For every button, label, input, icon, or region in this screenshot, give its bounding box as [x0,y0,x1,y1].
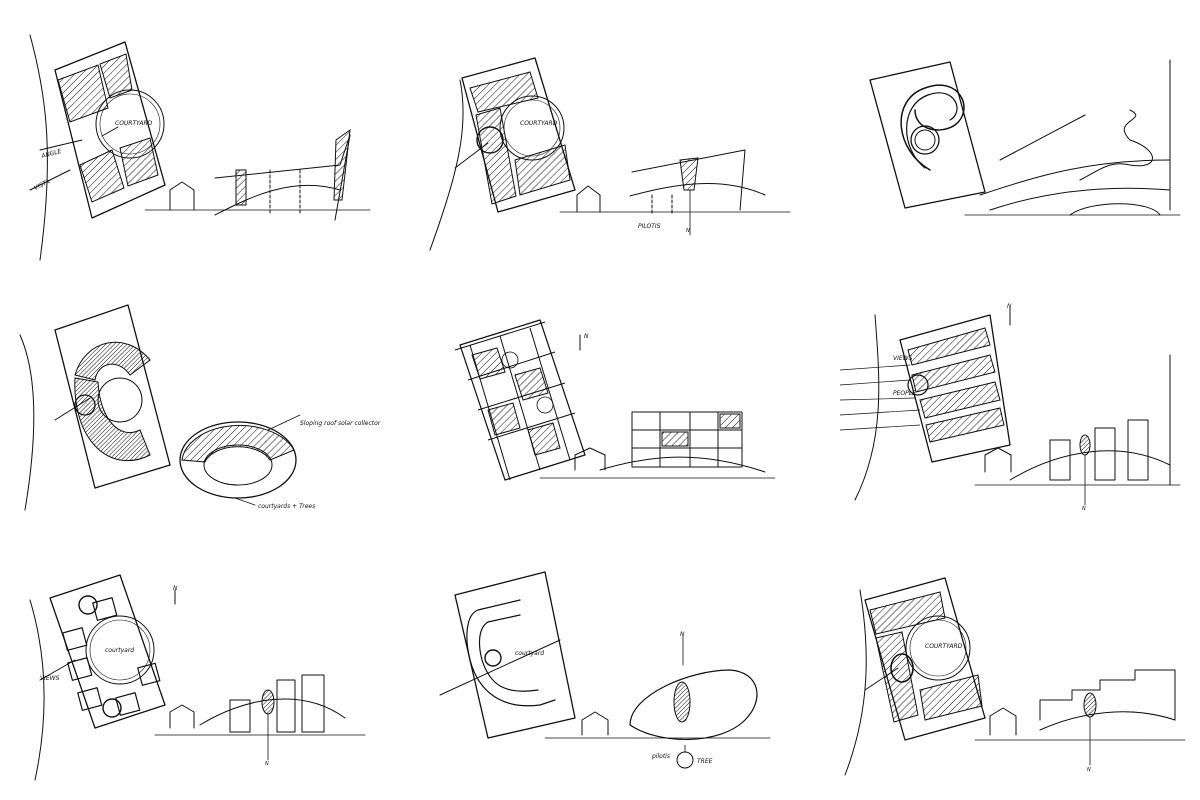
north-arrow: N [680,631,685,638]
sketch-4: Sloping roof solar collector courtyards … [19,304,381,511]
section-label-tree: TREE [697,758,713,765]
side-label-people: PEOPLE [893,390,916,397]
north-arrow: N [1007,303,1012,310]
site-plan: COURTYARD [844,577,986,776]
plan-label: COURTYARD [925,643,963,650]
section-label: PILOTIS [638,223,661,230]
side-label-views: VIEWS [893,355,913,362]
plan-label: COURTYARD [115,120,153,127]
section: N [974,354,1181,512]
side-label-views: VIEWS [40,675,60,682]
section-label-pilotis: pilotis [651,753,670,760]
section-mark: N [265,761,269,767]
sketch-5: N [454,319,776,481]
sketch-1: COURTYARD ANGLE VISTA [29,34,371,261]
note-top: Sloping roof solar collector [300,420,381,427]
plan-label: courtyard [105,647,134,654]
plan-label: COURTYARD [520,120,558,127]
site-plan [869,61,1086,209]
site-plan: VIEWS PEOPLE N [839,303,1012,501]
section-mark: N [1087,767,1091,773]
section-mark: N [686,228,690,234]
note-bottom: courtyards + Trees [258,503,315,510]
section: N pilotis TREE [544,631,771,769]
section [964,59,1181,216]
sketch-8: courtyard N pilotis TREE [439,571,771,769]
north-arrow: N [173,585,178,592]
section: N [974,669,1186,773]
site-plan: COURTYARD [429,57,576,251]
section: PILOTIS N [559,149,791,236]
sketch-6: VIEWS PEOPLE N N [839,303,1181,512]
site-plan: N [454,319,589,481]
sketch-7: courtyard VIEWS N N [29,574,366,781]
section [539,411,776,479]
sketch-2: COURTYARD PILOTIS N [429,57,791,251]
site-plan: COURTYARD ANGLE VISTA [29,34,166,261]
section: N [154,674,366,767]
north-arrow: N [584,333,589,340]
section-mark: N [1082,506,1086,512]
section [144,128,371,221]
sketch-3 [869,59,1181,216]
plan-label: courtyard [515,650,544,657]
site-plan: courtyard [439,571,576,739]
site-plan: courtyard VIEWS N [29,574,178,781]
sketch-9: COURTYARD N [844,577,1186,776]
